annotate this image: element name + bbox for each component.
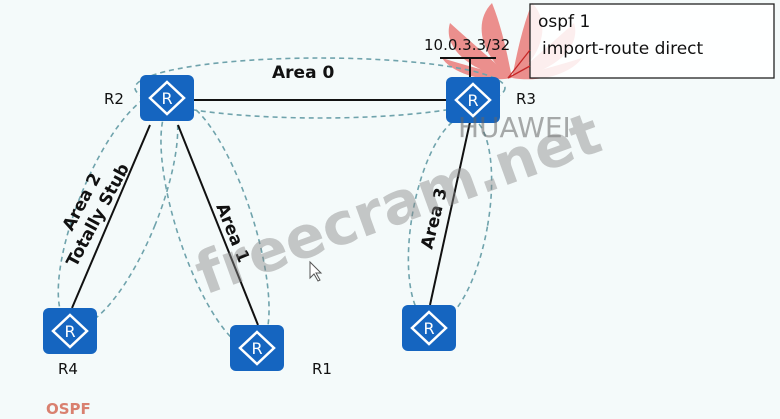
area0-label: Area 0 — [272, 63, 334, 83]
router-label-r4: R4 — [58, 360, 78, 378]
router-icon — [454, 82, 492, 118]
link-r2-r1 — [177, 124, 259, 326]
ospf-footer-label: OSPF — [46, 400, 91, 418]
router-box — [402, 305, 456, 351]
router-glyph: R — [467, 91, 478, 110]
router-glyph: R — [161, 89, 172, 108]
router-label-r1: R1 — [312, 360, 332, 378]
router-icon — [51, 313, 89, 349]
router-label-r3: R3 — [516, 90, 536, 108]
router-icon — [410, 310, 448, 346]
prefix-label: 10.0.3.3/32 — [424, 36, 510, 54]
site-watermark: freecram.net — [187, 99, 610, 308]
mouse-cursor-icon — [309, 260, 323, 282]
config-line-2: import-route direct — [542, 39, 704, 59]
router-glyph: R — [251, 339, 262, 358]
huawei-wordmark: HUAWEI — [458, 111, 571, 144]
callout-pointer — [507, 49, 531, 79]
router-r2[interactable]: R — [140, 75, 194, 121]
router-glyph: R — [64, 322, 75, 341]
router-label-r2: R2 — [104, 90, 124, 108]
link-r2-r4 — [71, 124, 151, 309]
router-box — [230, 325, 284, 371]
config-callout — [529, 3, 775, 79]
config-line-1: ospf 1 — [538, 12, 590, 32]
router-r4[interactable]: R — [43, 308, 97, 354]
router-glyph: R — [423, 319, 434, 338]
link-r3-r5 — [429, 121, 471, 306]
area0-outline — [134, 57, 506, 119]
router-r5[interactable]: R — [402, 305, 456, 351]
router-r1[interactable]: R — [230, 325, 284, 371]
router-r3[interactable]: R — [446, 77, 500, 123]
router-box — [43, 308, 97, 354]
router-box — [140, 75, 194, 121]
router-icon — [238, 330, 276, 366]
router-icon — [148, 80, 186, 116]
router-box — [446, 77, 500, 123]
